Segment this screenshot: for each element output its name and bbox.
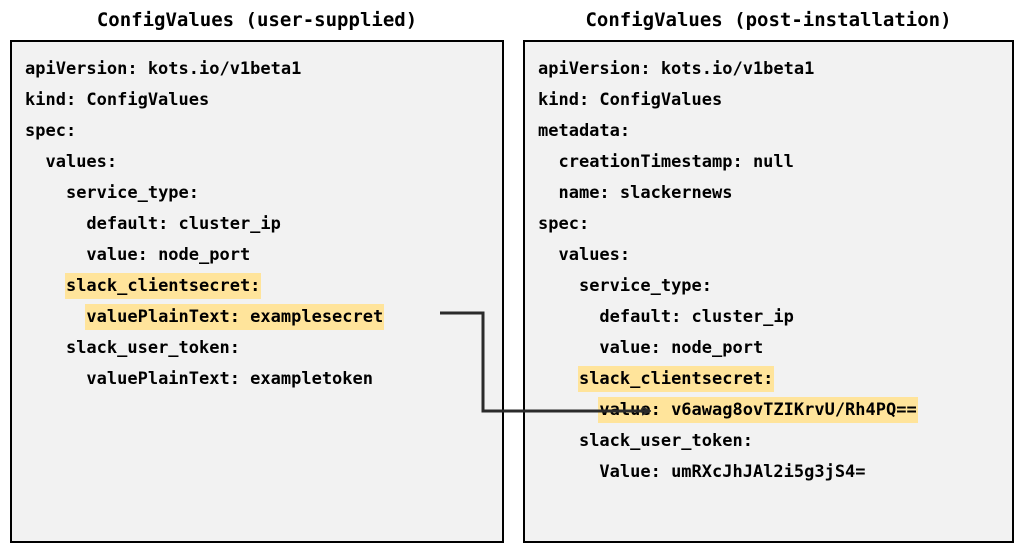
- yaml-indent: [537, 369, 578, 389]
- yaml-line: service_type:: [525, 271, 1012, 302]
- yaml-line: Value: umRXcJhJAl2i5g3jS4=: [525, 457, 1012, 488]
- yaml-line: valuePlainText: exampletoken: [12, 364, 502, 395]
- yaml-line: apiVersion: kots.io/v1beta1: [12, 54, 502, 85]
- yaml-indent: [24, 152, 44, 172]
- yaml-line: default: cluster_ip: [12, 209, 502, 240]
- yaml-line: slack_user_token:: [12, 333, 502, 364]
- yaml-line: service_type:: [12, 178, 502, 209]
- left-configvalues-panel: apiVersion: kots.io/v1beta1 kind: ConfigV…: [10, 40, 504, 543]
- yaml-line: kind: ConfigValues: [12, 85, 502, 116]
- yaml-indent: [537, 338, 598, 358]
- yaml-line: slack_clientsecret:: [12, 271, 502, 302]
- yaml-line-text: slack_user_token:: [578, 431, 753, 451]
- yaml-line-text: kind: ConfigValues: [538, 90, 723, 110]
- yaml-indent: [537, 400, 598, 420]
- yaml-line-text: slack_clientsecret:: [64, 273, 262, 299]
- yaml-line: value: node_port: [12, 240, 502, 271]
- yaml-line-text: slack_user_token:: [65, 338, 240, 358]
- yaml-indent: [537, 276, 578, 296]
- yaml-line: kind: ConfigValues: [525, 85, 1012, 116]
- yaml-line-text: default: cluster_ip: [86, 214, 281, 234]
- yaml-indent: [24, 369, 85, 389]
- right-yaml-code-block: apiVersion: kots.io/v1beta1 kind: ConfigV…: [525, 42, 1012, 488]
- yaml-line-text: spec:: [25, 121, 77, 141]
- yaml-indent: [537, 462, 598, 482]
- yaml-indent: [24, 183, 65, 203]
- yaml-line-text: apiVersion: kots.io/v1beta1: [538, 59, 815, 79]
- yaml-line: valuePlainText: examplesecret: [12, 302, 502, 333]
- yaml-indent: [24, 245, 85, 265]
- yaml-line-text: metadata:: [538, 121, 631, 141]
- yaml-indent: [24, 276, 65, 296]
- yaml-line-text: slack_clientsecret:: [577, 366, 775, 392]
- right-configvalues-panel: apiVersion: kots.io/v1beta1 kind: ConfigV…: [523, 40, 1014, 543]
- yaml-indent: [537, 307, 598, 327]
- yaml-line-text: Value: umRXcJhJAl2i5g3jS4=: [599, 462, 866, 482]
- yaml-line-text: apiVersion: kots.io/v1beta1: [25, 59, 302, 79]
- right-panel-title: ConfigValues (post-installation): [585, 9, 952, 31]
- yaml-line-text: service_type:: [65, 183, 200, 203]
- yaml-line: metadata:: [525, 116, 1012, 147]
- yaml-line: slack_user_token:: [525, 426, 1012, 457]
- yaml-line: spec:: [12, 116, 502, 147]
- yaml-line: value: node_port: [525, 333, 1012, 364]
- left-yaml-code-block: apiVersion: kots.io/v1beta1 kind: ConfigV…: [12, 42, 502, 395]
- yaml-line-text: creationTimestamp: null: [558, 152, 794, 172]
- yaml-indent: [24, 307, 85, 327]
- yaml-line: default: cluster_ip: [525, 302, 1012, 333]
- yaml-indent: [537, 245, 557, 265]
- yaml-line: value: v6awag8ovTZIKrvU/Rh4PQ==: [525, 395, 1012, 426]
- yaml-line-text: spec:: [538, 214, 590, 234]
- yaml-line: apiVersion: kots.io/v1beta1: [525, 54, 1012, 85]
- yaml-line-text: kind: ConfigValues: [25, 90, 210, 110]
- yaml-line-text: values:: [558, 245, 631, 265]
- left-panel-title: ConfigValues (user-supplied): [96, 9, 418, 31]
- yaml-line: slack_clientsecret:: [525, 364, 1012, 395]
- yaml-line-text: value: v6awag8ovTZIKrvU/Rh4PQ==: [598, 397, 918, 423]
- yaml-line: spec:: [525, 209, 1012, 240]
- yaml-line-text: valuePlainText: examplesecret: [85, 304, 385, 330]
- yaml-line: creationTimestamp: null: [525, 147, 1012, 178]
- yaml-indent: [24, 214, 85, 234]
- yaml-line-text: name: slackernews: [558, 183, 733, 203]
- yaml-indent: [537, 431, 578, 451]
- yaml-line-text: value: node_port: [599, 338, 764, 358]
- yaml-line-text: values:: [45, 152, 118, 172]
- yaml-line-text: default: cluster_ip: [599, 307, 794, 327]
- yaml-line-text: value: node_port: [86, 245, 251, 265]
- yaml-line: values:: [12, 147, 502, 178]
- yaml-indent: [24, 338, 65, 358]
- yaml-line: values:: [525, 240, 1012, 271]
- yaml-line: name: slackernews: [525, 178, 1012, 209]
- yaml-line-text: valuePlainText: exampletoken: [86, 369, 373, 389]
- yaml-line-text: service_type:: [578, 276, 713, 296]
- yaml-indent: [537, 183, 557, 203]
- yaml-indent: [537, 152, 557, 172]
